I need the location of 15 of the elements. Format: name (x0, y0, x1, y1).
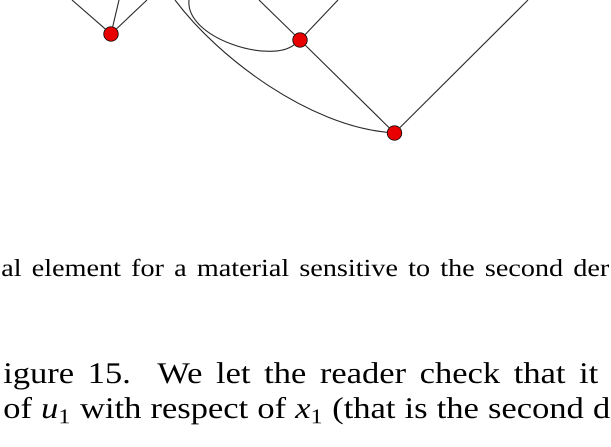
straight-line (400, 0, 528, 128)
vertex-dot (292, 32, 308, 48)
straight-line (72, 0, 106, 30)
caption-text: al element for a material sensitive to the second der (2, 258, 610, 276)
straight-line (112, 0, 120, 27)
straight-line (305, 44, 390, 128)
vertex-dot (386, 125, 402, 141)
body-text: of u$_{1}$ with respect of x$_{1}$ (that is the second d (4, 396, 610, 424)
curved-line (188, 0, 294, 52)
straight-line (116, 0, 148, 30)
vertex-dot (103, 26, 119, 42)
curved-line (174, 0, 387, 133)
straight-line (304, 0, 338, 35)
body-text: igure 15. We let the reader check that it (4, 362, 598, 390)
straight-line (258, 0, 295, 36)
